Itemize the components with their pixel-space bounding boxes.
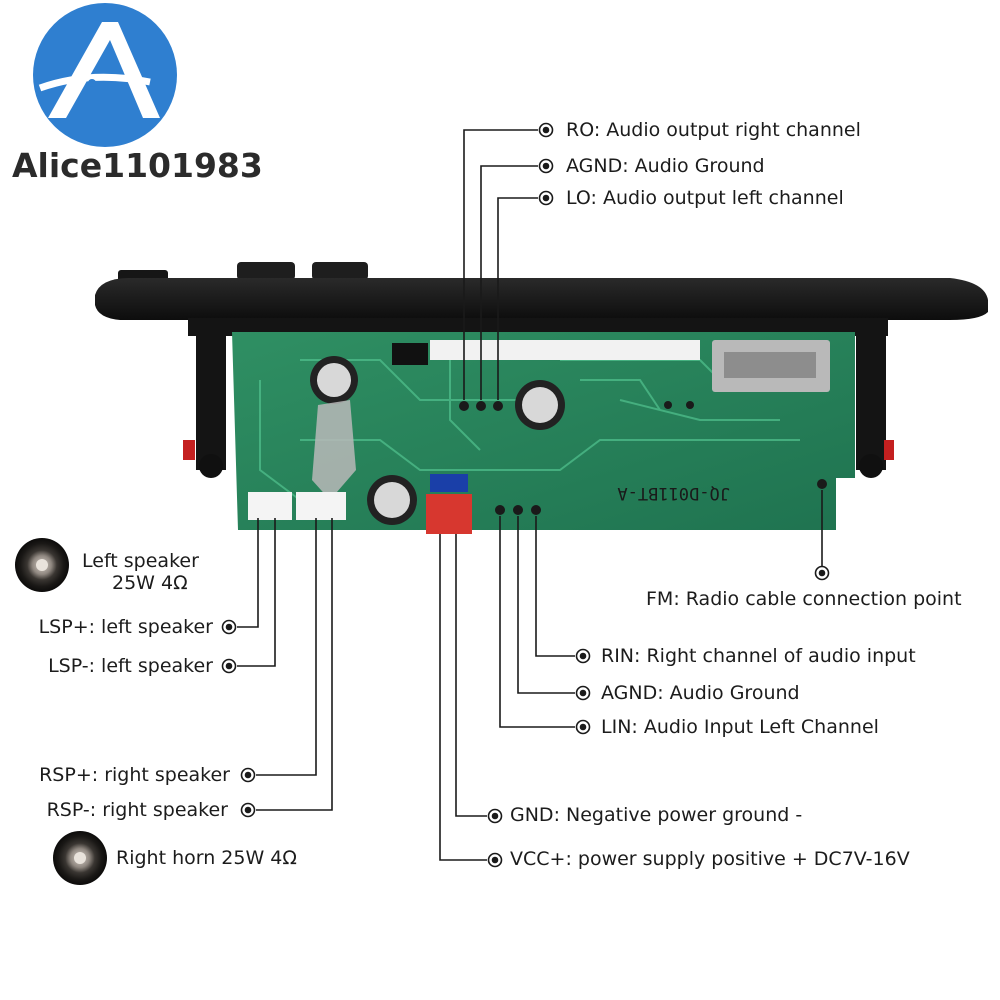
pcb-board: JQ-D011BT-A (232, 332, 855, 534)
label-agnd-in: AGND: Audio Ground (601, 682, 800, 704)
label-lsp-minus: LSP-: left speaker (48, 655, 213, 677)
label-gnd: GND: Negative power ground - (510, 804, 803, 826)
label-lo: LO: Audio output left channel (566, 187, 844, 209)
pcb-model-text: JQ-D011BT-A (617, 483, 730, 503)
label-vcc: VCC+: power supply positive + DC7V-16V (510, 848, 910, 870)
label-left-speaker: Left speaker (82, 550, 199, 572)
label-rin: RIN: Right channel of audio input (601, 645, 916, 667)
leader-lines (237, 129, 823, 861)
bullet-rings (221, 122, 830, 868)
label-left-speaker-spec: 25W 4Ω (112, 572, 188, 594)
module-housing (95, 262, 988, 478)
brand-watermark: Alice1101983 (12, 146, 263, 185)
label-right-horn: Right horn 25W 4Ω (116, 847, 297, 869)
label-rsp-plus: RSP+: right speaker (39, 764, 230, 786)
label-lsp-plus: LSP+: left speaker (38, 616, 213, 638)
label-agnd-out: AGND: Audio Ground (566, 155, 765, 177)
label-rsp-minus: RSP-: right speaker (46, 799, 228, 821)
label-lin: LIN: Audio Input Left Channel (601, 716, 879, 738)
speaker-icon (15, 538, 69, 592)
label-ro: RO: Audio output right channel (566, 119, 861, 141)
speaker-icon (53, 831, 107, 885)
label-fm: FM: Radio cable connection point (646, 588, 962, 610)
brand-logo (33, 3, 177, 147)
